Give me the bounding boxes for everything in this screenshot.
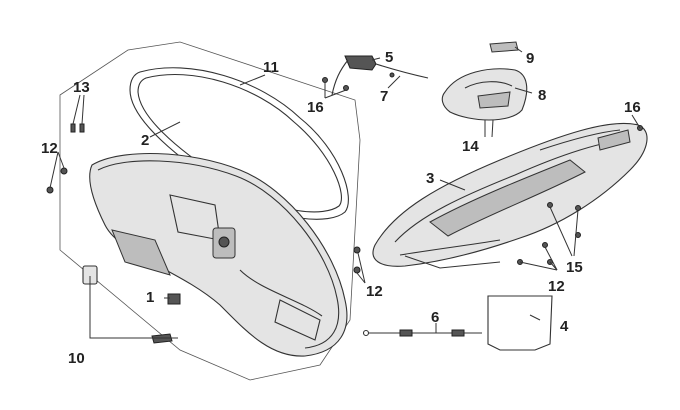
callout-9: 9 [526, 50, 534, 67]
part-9-emblem [489, 41, 519, 53]
callout-14: 14 [462, 138, 479, 155]
callout-12-left: 12 [41, 140, 58, 157]
seat-seal-ring [129, 67, 349, 220]
screws-right [517, 125, 643, 265]
callout-7: 7 [380, 88, 388, 105]
part-1-latch [167, 293, 181, 305]
callout-11: 11 [263, 59, 279, 76]
body-cover [372, 122, 648, 269]
rear-grip-cover [441, 68, 528, 121]
callout-6: 6 [431, 309, 439, 326]
callout-16-top: 16 [307, 99, 324, 116]
assembly-boundary [59, 41, 361, 381]
callout-16-right: 16 [624, 99, 641, 116]
callout-5: 5 [385, 49, 393, 66]
callout-13: 13 [73, 79, 90, 96]
callout-2: 2 [141, 132, 149, 149]
callout-4: 4 [560, 318, 569, 335]
screws-left [46, 123, 361, 274]
callout-10: 10 [68, 350, 85, 367]
callout-12-middle: 12 [366, 283, 383, 300]
callout-1: 1 [146, 289, 154, 306]
callout-3: 3 [426, 170, 434, 187]
callout-8: 8 [538, 87, 546, 104]
lock-cable-assembly [322, 55, 429, 96]
leader-lines [49, 46, 641, 339]
part-6-cable [362, 329, 482, 337]
callout-12-right: 12 [548, 278, 565, 295]
callout-15: 15 [566, 259, 583, 276]
part-4-panel [487, 295, 553, 351]
helmet-box [89, 152, 348, 357]
